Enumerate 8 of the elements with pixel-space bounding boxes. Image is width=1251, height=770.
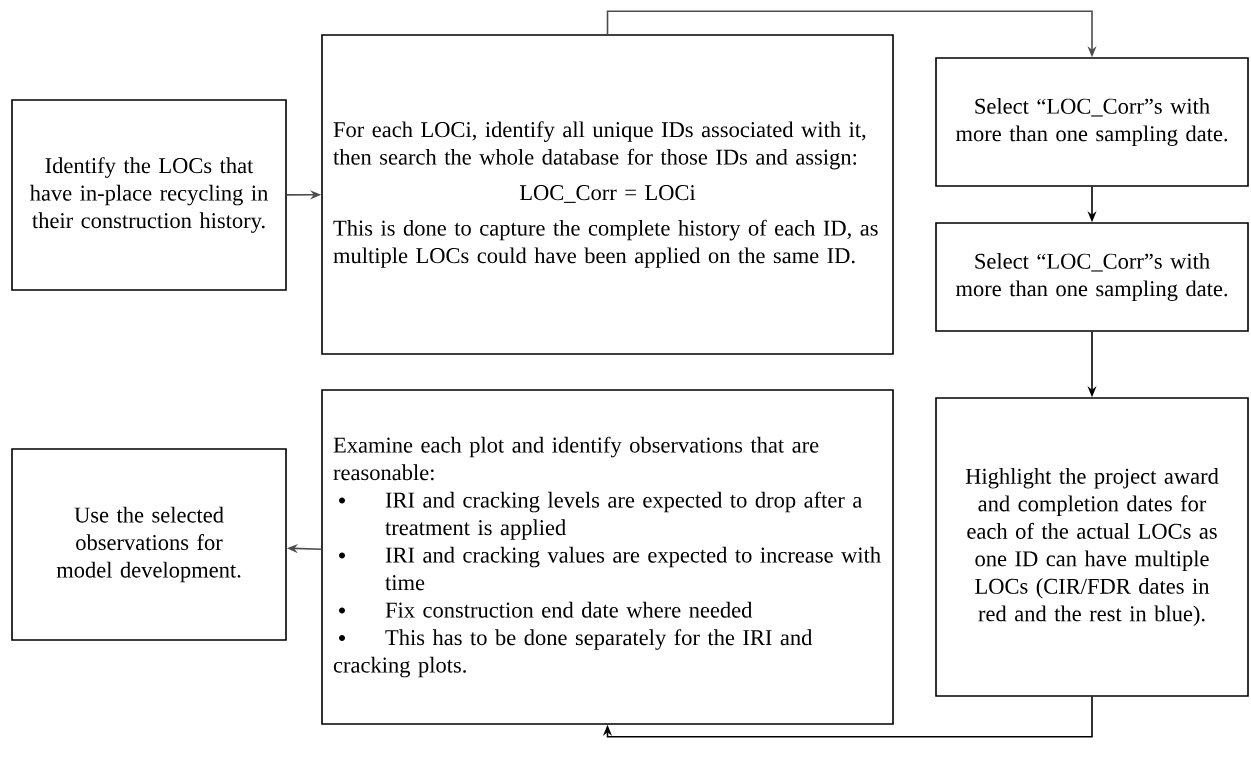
arrow	[602, 696, 1093, 738]
process-box: Examine each plot and identify observations that are reasonable: IRI and cracking levels are expected to drop after a treatment is applied IRI and cracking values are expected to increase with time Fix construction end date where needed This has to be done separately for the IRI and cracking plots.	[321, 389, 894, 725]
process-box: Identify the LOCs that have in-place recycling in their construction history.	[11, 99, 287, 291]
process-box: For each LOCi, identify all unique IDs associated with it, then search the whole database for those IDs and assign: LOC_Corr = LOCi This is done to capture the complete history of each ID, as multiple LOCs could have been applied on the same ID.	[321, 34, 894, 355]
process-box: Select “LOC_Corr”s with more than one sampling date.	[935, 222, 1249, 332]
process-box: Select “LOC_Corr”s with more than one sampling date.	[935, 57, 1249, 187]
process-box: Use the selected observations for model development.	[11, 448, 287, 641]
process-box: Highlight the project award and completion dates for each of the actual LOCs as one ID can have multiple LOCs (CIR/FDR dates in red and the rest in blue).	[935, 397, 1249, 697]
